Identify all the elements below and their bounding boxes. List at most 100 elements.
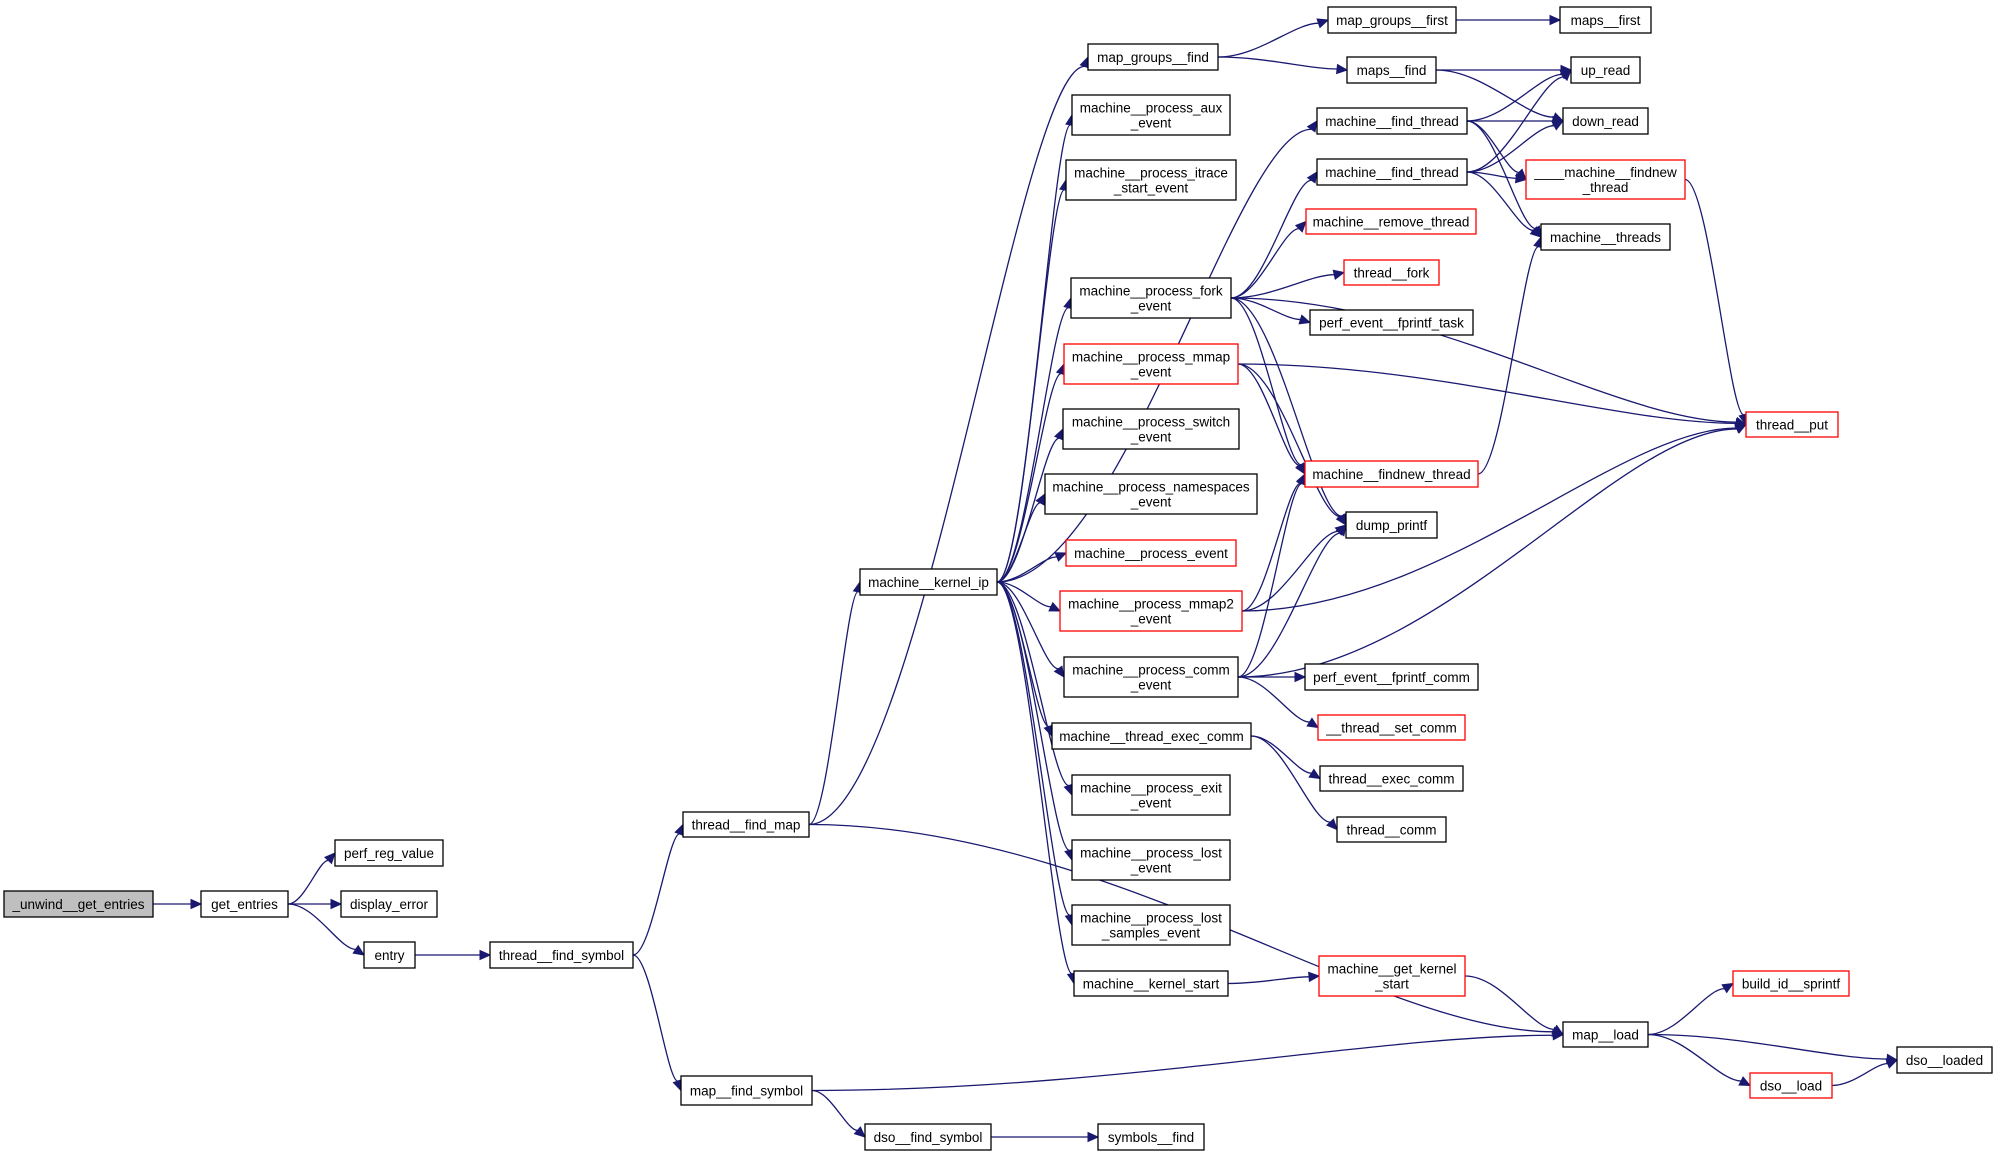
node-machine-process-mmap2-event[interactable]: machine__process_mmap2_event: [1059, 590, 1243, 632]
node-maps-find[interactable]: maps__find: [1346, 56, 1437, 84]
edge-machine-process-fork-event-to-machine-remove-thread: [1230, 220, 1307, 299]
node-dso-loaded[interactable]: dso__loaded: [1896, 1046, 1993, 1074]
node-machine-process-namespaces-event[interactable]: machine__process_namespaces_event: [1044, 473, 1258, 515]
node-machine-findnew-thread-internal[interactable]: ____machine__findnew_thread: [1525, 159, 1686, 200]
node-label: machine__find_thread: [1325, 114, 1459, 129]
node-label: machine__findnew_thread: [1312, 467, 1470, 482]
node-machine-remove-thread[interactable]: machine__remove_thread: [1305, 208, 1477, 235]
node-machine-process-aux-event[interactable]: machine__process_aux_event: [1071, 94, 1231, 136]
edge-map-find-symbol-to-dso-find-symbol: [811, 1089, 866, 1138]
node-unwind-get-entries[interactable]: _unwind__get_entries: [3, 890, 154, 918]
edge-thread-find-map-to-map-groups-find: [808, 55, 1090, 826]
node-box: [334, 839, 444, 867]
node-maps-first[interactable]: maps__first: [1559, 6, 1652, 34]
node-map-find-symbol[interactable]: map__find_symbol: [680, 1075, 813, 1106]
node-thread-set-comm[interactable]: __thread__set_comm: [1317, 714, 1466, 741]
arrowhead-icon: [1308, 971, 1321, 983]
node-perf-event-fprintf-task[interactable]: perf_event__fprintf_task: [1309, 309, 1474, 336]
node-label: dso__loaded: [1906, 1053, 1983, 1068]
node-dso-load[interactable]: dso__load: [1749, 1072, 1833, 1099]
edge-line: [1230, 297, 1302, 466]
edge-line: [1241, 482, 1302, 612]
node-build-id-sprintf[interactable]: build_id__sprintf: [1732, 970, 1850, 997]
node-box: [1327, 6, 1457, 34]
node-thread-comm[interactable]: thread__comm: [1336, 816, 1447, 843]
edge-machine-thread-exec-comm-to-thread-exec-comm: [1250, 735, 1322, 780]
node-label: perf_event__fprintf_task: [1319, 316, 1464, 331]
node-label: display_error: [350, 897, 429, 912]
node-machine-kernel-start[interactable]: machine__kernel_start: [1073, 970, 1229, 997]
node-box: [1071, 904, 1231, 946]
node-label: thread__exec_comm: [1328, 772, 1454, 787]
node-dump-printf[interactable]: dump_printf: [1345, 511, 1438, 539]
edge-machine-find-thread-2-to-down-read: [1466, 120, 1565, 173]
node-thread-put[interactable]: thread__put: [1745, 411, 1839, 438]
node-label: machine__process_fork: [1079, 284, 1223, 299]
edge-line: [1250, 735, 1331, 823]
node-machine-process-switch-event[interactable]: machine__process_switch_event: [1062, 408, 1240, 450]
edge-machine-kernel-ip-to-machine-process-event: [996, 552, 1068, 583]
node-machine-process-lost-event[interactable]: machine__process_lost_event: [1071, 839, 1231, 881]
arrowhead-icon: [1326, 818, 1338, 831]
node-machine-threads[interactable]: machine__threads: [1540, 223, 1671, 251]
node-machine-process-exit-event[interactable]: machine__process_exit_event: [1071, 774, 1231, 816]
node-box: [1305, 208, 1477, 235]
node-map-load[interactable]: map__load: [1562, 1021, 1649, 1048]
node-machine-process-comm-event[interactable]: machine__process_comm_event: [1063, 656, 1239, 698]
node-box: [1071, 774, 1231, 816]
node-box: [363, 941, 416, 969]
node-machine-process-event[interactable]: machine__process_event: [1065, 539, 1237, 567]
node-machine-process-lost-samples-event[interactable]: machine__process_lost_samples_event: [1071, 904, 1231, 946]
node-box: [1570, 56, 1641, 84]
node-box: [1336, 816, 1447, 843]
node-down-read[interactable]: down_read: [1562, 107, 1649, 135]
arrowhead-icon: [853, 1126, 866, 1138]
node-machine-find-thread-1[interactable]: machine__find_thread: [1316, 107, 1468, 135]
node-box: [1343, 259, 1440, 286]
node-up-read[interactable]: up_read: [1570, 56, 1641, 84]
node-map-groups-find[interactable]: map_groups__find: [1087, 43, 1219, 71]
node-label: thread__find_symbol: [499, 948, 624, 963]
node-machine-kernel-ip[interactable]: machine__kernel_ip: [859, 568, 998, 596]
edge-line: [1241, 530, 1339, 612]
node-entry[interactable]: entry: [363, 941, 416, 969]
node-machine-process-mmap-event[interactable]: machine__process_mmap_event: [1063, 343, 1239, 385]
edge-line: [632, 954, 679, 1082]
node-thread-exec-comm[interactable]: thread__exec_comm: [1319, 765, 1464, 792]
edge-line: [1477, 246, 1540, 475]
node-label: _event: [1130, 495, 1172, 510]
node-machine-process-fork-event[interactable]: machine__process_fork_event: [1070, 277, 1232, 319]
edge-line: [1237, 363, 1737, 424]
node-dso-find-symbol[interactable]: dso__find_symbol: [864, 1123, 992, 1151]
edge-machine-process-fork-event-to-machine-findnew-thread: [1230, 297, 1306, 476]
node-map-groups-first[interactable]: map_groups__first: [1327, 6, 1457, 34]
edge-line: [996, 581, 1070, 851]
node-label: maps__first: [1571, 13, 1641, 28]
node-label: machine__threads: [1550, 230, 1661, 245]
edge-map-groups-first-to-maps-first: [1456, 14, 1562, 26]
edge-map-load-to-dso-load: [1647, 1033, 1752, 1087]
node-perf-reg-value[interactable]: perf_reg_value: [334, 839, 444, 867]
node-box: [1063, 656, 1239, 698]
node-label: map__load: [1572, 1028, 1639, 1043]
edge-line: [996, 581, 1052, 608]
node-symbols-find[interactable]: symbols__find: [1097, 1123, 1205, 1151]
node-machine-find-thread-2[interactable]: machine__find_thread: [1316, 158, 1468, 186]
node-machine-thread-exec-comm[interactable]: machine__thread_exec_comm: [1051, 722, 1252, 750]
edge-machine-kernel-ip-to-machine-process-fork-event: [996, 296, 1074, 583]
node-machine-get-kernel-start[interactable]: machine__get_kernel_start: [1318, 955, 1466, 997]
node-thread-fork[interactable]: thread__fork: [1343, 259, 1440, 286]
node-perf-event-fprintf-comm[interactable]: perf_event__fprintf_comm: [1304, 663, 1479, 691]
node-box: [1316, 158, 1468, 186]
node-machine-findnew-thread[interactable]: machine__findnew_thread: [1304, 460, 1479, 488]
node-thread-find-symbol[interactable]: thread__find_symbol: [489, 941, 634, 969]
node-label: _start: [1374, 977, 1409, 992]
edge-line: [1466, 171, 1534, 232]
node-machine-process-itrace-start-event[interactable]: machine__process_itrace_start_event: [1065, 159, 1237, 201]
node-display-error[interactable]: display_error: [340, 890, 438, 918]
node-thread-find-map[interactable]: thread__find_map: [682, 811, 810, 838]
edge-line: [996, 581, 1070, 787]
node-label: _event: [1130, 299, 1172, 314]
node-get-entries[interactable]: get_entries: [200, 890, 289, 918]
